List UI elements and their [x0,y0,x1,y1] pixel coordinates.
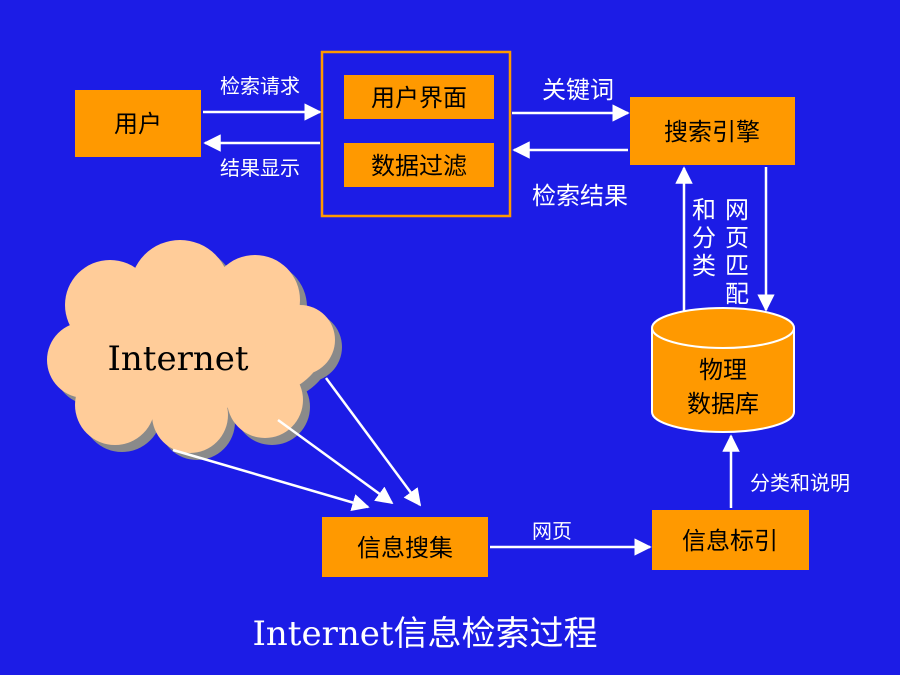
index-label: 信息标引 [682,527,778,555]
label-match-page: 网 页 匹 配 [725,196,749,308]
collect-label: 信息搜集 [357,534,453,562]
database-label-line1: 物理 [699,356,747,384]
interface-group: 用户界面 数据过滤 [320,50,512,218]
label-classify-explain: 分类和说明 [750,471,850,495]
svg-text:和: 和 [692,196,716,224]
arrow-cloud-collect-1 [324,377,422,507]
label-and-classify: 和 分 类 [692,196,716,280]
database-node: 物理 数据库 [651,307,795,433]
database-label-line2: 数据库 [687,390,759,418]
ui-node [344,75,494,119]
user-label: 用户 [114,110,162,138]
arrow-cloud-collect-2 [277,418,394,505]
filter-label: 数据过滤 [371,152,467,180]
diagram-title: Internet信息检索过程 [252,614,597,654]
svg-text:匹: 匹 [725,252,749,280]
index-node: 信息标引 [652,510,809,570]
svg-text:页: 页 [725,224,749,252]
engine-node: 搜索引擎 [630,97,795,165]
label-keyword: 关键词 [542,76,614,104]
internet-cloud: Internet [47,240,342,460]
svg-text:类: 类 [692,252,716,280]
ui-label: 用户界面 [371,84,467,112]
arrow-cloud-collect-3 [172,448,370,511]
label-result-display: 结果显示 [220,156,300,180]
internet-label: Internet [107,339,248,379]
filter-node [344,143,494,187]
svg-text:网: 网 [725,196,749,224]
label-search-request: 检索请求 [220,74,300,98]
user-node: 用户 [75,90,201,157]
svg-text:分: 分 [692,224,716,252]
engine-label: 搜索引擎 [664,118,760,146]
svg-text:配: 配 [725,280,749,308]
label-webpage: 网页 [532,519,572,543]
label-search-result: 检索结果 [532,182,628,210]
collect-node: 信息搜集 [322,517,488,577]
